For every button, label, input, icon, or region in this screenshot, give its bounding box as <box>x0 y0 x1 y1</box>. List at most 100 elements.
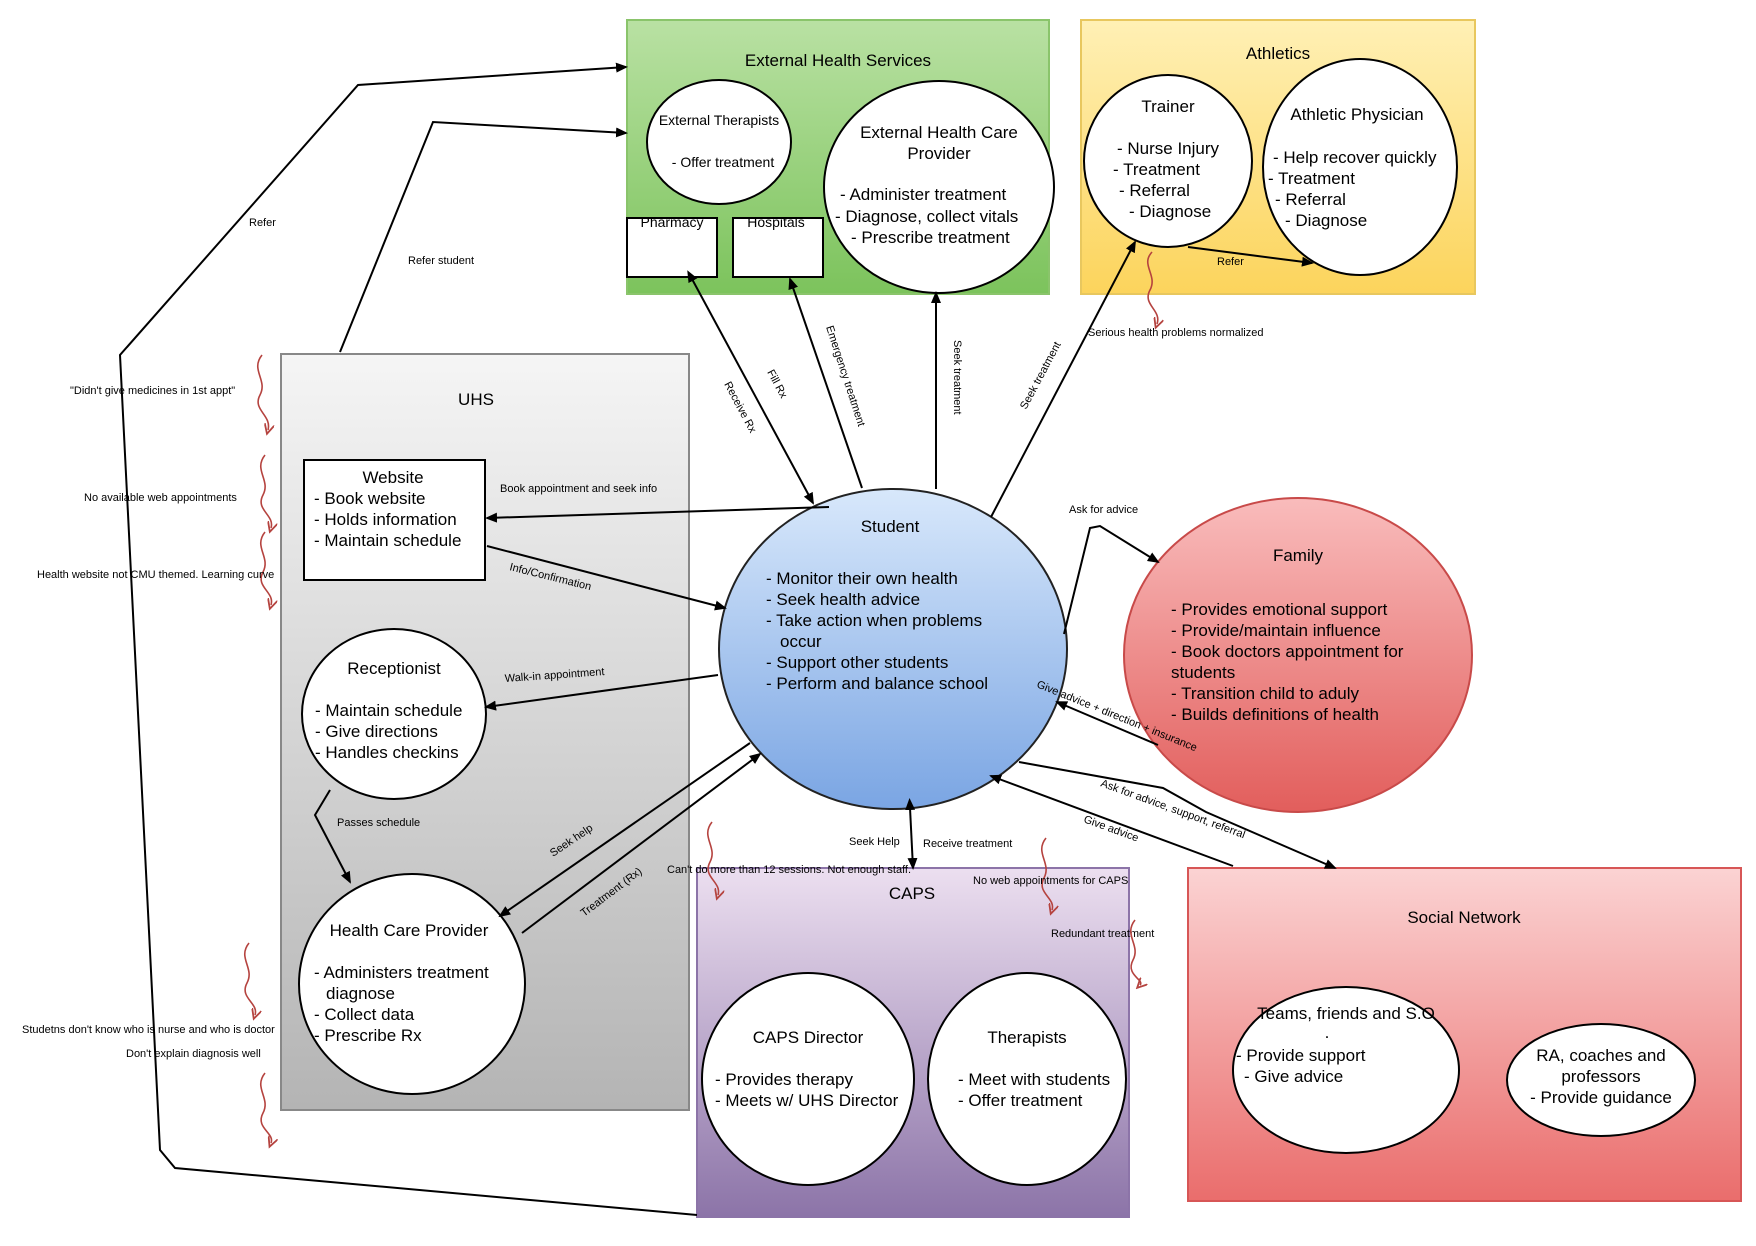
external-therapists-node <box>646 79 792 205</box>
no-web-appts-label: No available web appointments <box>84 492 237 504</box>
hospitals-label: Hospitals <box>747 214 805 230</box>
serious-health-label: Serious health problems normalized <box>1088 327 1263 339</box>
external-provider-title-1: External Health Care <box>860 123 1018 142</box>
family-line-5: - Transition child to aduly <box>1171 684 1360 703</box>
teams-friends-node <box>1232 986 1460 1154</box>
book-appt-arrow <box>485 506 830 523</box>
student-line-1: - Monitor their own health <box>766 569 958 588</box>
external-provider-line-2: - Diagnose, collect vitals <box>835 207 1018 226</box>
treatment-rx-arrow <box>521 752 762 934</box>
info-confirmation-arrow <box>486 545 727 611</box>
family-line-1: - Provides emotional support <box>1171 600 1388 619</box>
external-health-services-title: External Health Services <box>745 51 931 70</box>
family-line-4: students <box>1171 663 1235 682</box>
receptionist-line-1: - Maintain schedule <box>315 701 462 720</box>
external-therapists-title: External Therapists <box>659 112 779 128</box>
give-advice-family-arrow <box>1055 701 1159 746</box>
no-medicines-label: "Didn't give medicines in 1st appt" <box>70 385 235 397</box>
seek-help-uhs-arrow <box>498 742 751 918</box>
external-provider-title-2: Provider <box>907 144 971 163</box>
caps-therapists-line-1: - Meet with students <box>958 1070 1110 1089</box>
caps-director-node <box>701 972 915 1186</box>
family-line-2: - Provide/maintain influence <box>1171 621 1381 640</box>
seek-treatment-ext-label: Seek treatment <box>951 340 963 415</box>
health-care-provider-line-1: - Administers treatment <box>314 963 489 982</box>
teams-friends-title: Teams, friends and S.O <box>1257 1004 1435 1023</box>
health-care-provider-line-2: diagnose <box>326 984 395 1003</box>
pharmacy-node <box>626 217 718 278</box>
trainer-line-1: - Nurse Injury <box>1117 139 1220 158</box>
squiggle-no-medicines <box>256 354 269 430</box>
squiggle-nurse-doctor <box>243 942 256 1015</box>
receptionist-line-3: - Handles checkins <box>315 743 459 762</box>
caps-sessions-label: Can't do more than 12 sessions. Not enou… <box>667 864 911 876</box>
seek-treatment-ath-label: Seek treatment <box>1018 340 1064 411</box>
passes-schedule-label: Passes schedule <box>337 817 420 829</box>
trainer-line-2: - Treatment <box>1113 160 1200 179</box>
teams-friends-line-1: - Provide support <box>1236 1046 1366 1065</box>
give-advice-social-arrow <box>989 774 1234 867</box>
student-line-5: - Support other students <box>766 653 948 672</box>
athletics-refer-label: Refer <box>1217 256 1244 268</box>
family-line-6: - Builds definitions of health <box>1171 705 1379 724</box>
passes-schedule-arrow <box>313 789 351 884</box>
give-advice-social-label: Give advice <box>1082 814 1140 845</box>
trainer-node <box>1083 74 1253 248</box>
ra-coaches-line-1: - Provide guidance <box>1530 1088 1672 1107</box>
emergency-arrow <box>788 277 863 489</box>
pharmacy-student-arrow <box>687 270 814 505</box>
student-line-4: occur <box>780 632 822 651</box>
student-line-2: - Seek health advice <box>766 590 920 609</box>
refer-student-label: Refer student <box>408 255 474 267</box>
website-node <box>303 459 486 581</box>
health-care-provider-line-4: - Prescribe Rx <box>314 1026 422 1045</box>
athletic-physician-line-4: - Diagnose <box>1285 211 1367 230</box>
receptionist-line-2: - Give directions <box>315 722 438 741</box>
squiggle-caps-web <box>1040 837 1053 910</box>
teams-friends-title-dot: . <box>1325 1023 1330 1042</box>
diagnosis-label: Don't explain diagnosis well <box>126 1048 261 1060</box>
caps-therapists-line-2: - Offer treatment <box>958 1091 1083 1110</box>
trainer-line-3: - Referral <box>1119 181 1190 200</box>
family-node <box>1123 497 1473 813</box>
website-line-2: - Holds information <box>314 510 457 529</box>
caps-therapists-title: Therapists <box>987 1028 1066 1047</box>
refer-student-arrow <box>339 120 628 353</box>
athletic-physician-title: Athletic Physician <box>1290 105 1423 124</box>
ra-coaches-title-1: RA, coaches and <box>1536 1046 1665 1065</box>
seek-help-caps-label: Seek Help <box>849 836 900 848</box>
family-line-3: - Book doctors appointment for <box>1171 642 1404 661</box>
athletic-physician-node <box>1262 58 1458 276</box>
ra-coaches-title-2: professors <box>1561 1067 1640 1086</box>
website-line-1: - Book website <box>314 489 426 508</box>
receive-treatment-label: Receive treatment <box>923 838 1012 850</box>
pharmacy-label: Pharmacy <box>640 214 703 230</box>
athletics-title: Athletics <box>1246 44 1310 63</box>
trainer-title: Trainer <box>1141 97 1195 116</box>
caps-director-line-1: - Provides therapy <box>715 1070 853 1089</box>
health-care-provider-line-3: - Collect data <box>314 1005 415 1024</box>
external-therapists-line: - Offer treatment <box>672 154 775 170</box>
receptionist-node <box>301 628 487 800</box>
caps-web-label: No web appointments for CAPS <box>973 875 1128 887</box>
fill-rx-label: Fill Rx <box>764 368 789 401</box>
receive-rx-label: Receive Rx <box>721 380 758 436</box>
athletics-refer-arrow <box>1187 246 1314 267</box>
ask-advice-family-arrow <box>1063 524 1160 635</box>
student-title: Student <box>861 517 920 536</box>
emergency-label: Emergency treatment <box>823 324 867 428</box>
book-appt-label: Book appointment and seek info <box>500 483 657 495</box>
website-line-3: - Maintain schedule <box>314 531 461 550</box>
squiggle-diagnosis <box>259 1072 272 1143</box>
ra-coaches-node <box>1506 1023 1696 1137</box>
student-line-3: - Take action when problems <box>766 611 982 630</box>
caps-title: CAPS <box>889 884 935 903</box>
squiggle-caps-sessions <box>706 821 719 895</box>
teams-friends-line-2: - Give advice <box>1244 1067 1343 1086</box>
athletic-physician-line-3: - Referral <box>1275 190 1346 209</box>
health-care-provider-node <box>298 873 526 1095</box>
squiggle-website-theme <box>259 531 272 605</box>
redundant-label: Redundant treatment <box>1051 928 1154 940</box>
squiggle-no-web-appts <box>259 454 272 528</box>
health-care-provider-title: Health Care Provider <box>330 921 489 940</box>
